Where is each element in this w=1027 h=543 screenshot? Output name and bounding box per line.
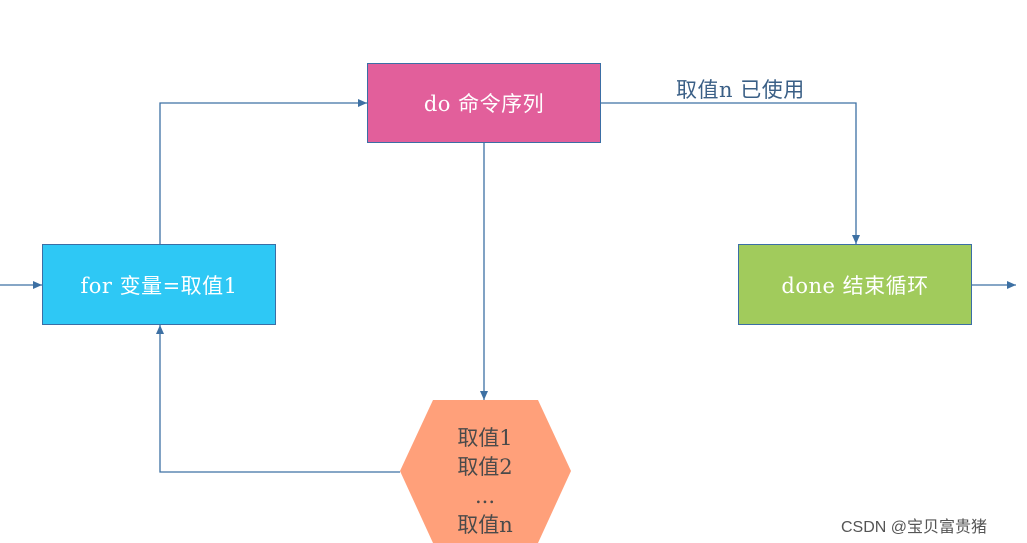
value-line-2: 取值2: [457, 455, 513, 479]
for-to-do-arrow: [159, 99, 367, 244]
value-line-ellipsis: ...: [474, 484, 496, 508]
value-line-1: 取值1: [457, 426, 513, 450]
done-node: done 结束循环: [738, 244, 972, 325]
do-to-done-arrow: [601, 102, 860, 244]
watermark: CSDN @宝贝富贵猪: [841, 519, 988, 536]
for-node-label: for 变量=取值1: [80, 273, 238, 298]
done-node-label: done 结束循环: [781, 273, 929, 298]
do-node: do 命令序列: [367, 63, 601, 143]
for-node: for 变量=取值1: [42, 244, 276, 325]
values-hexagon-text: 取值1 取值2 ... 取值n: [400, 424, 570, 540]
values-hexagon: [400, 400, 571, 543]
do-node-label: do 命令序列: [423, 92, 545, 116]
values-to-for-arrow: [156, 325, 400, 473]
value-line-n: 取值n: [457, 513, 513, 537]
used-edge-label: 取值n 已使用: [676, 78, 805, 102]
